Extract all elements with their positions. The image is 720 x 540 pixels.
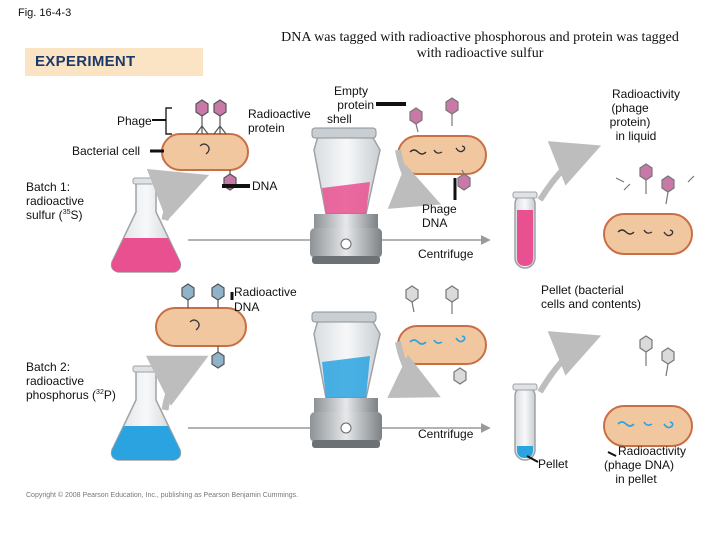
blended-cell-1 — [397, 135, 487, 175]
radioactivity-liquid-label-1: Radioactivity — [611, 87, 681, 101]
radioactivity-liquid-label-3: protein) — [609, 115, 651, 129]
copyright-notice: Copyright © 2008 Pearson Education, Inc.… — [26, 492, 299, 499]
radioactivity-pellet-label-1: Radioactivity — [617, 444, 687, 458]
dna-label: DNA — [252, 179, 278, 193]
experiment-banner: EXPERIMENT — [25, 48, 203, 76]
blender-batch1 — [310, 127, 382, 264]
curve-arrow-4 — [145, 355, 209, 411]
radioactive-protein-label-1: Radioactive — [248, 107, 311, 121]
batch1-label-1: Batch 1: — [26, 180, 71, 194]
flask-batch1 — [110, 177, 182, 273]
right-cell-1 — [603, 213, 693, 255]
phage-label: Phage — [117, 114, 152, 128]
radioactive-dna-label-1: Radioactive — [234, 285, 297, 299]
curve-arrow-2 — [387, 149, 442, 209]
figure-label: Fig. 16-4-3 — [18, 7, 72, 19]
radioactivity-pellet-label-2: (phage DNA) — [604, 458, 675, 472]
free-phage-shells-1 — [409, 97, 471, 191]
batch1-label-3: sulfur (35S) — [26, 208, 83, 222]
empty-shell-label-3: shell — [327, 112, 352, 126]
phage-dna-label-2: DNA — [422, 216, 448, 230]
test-tube-batch1 — [512, 191, 538, 269]
batch2-label-2: radioactive — [26, 374, 85, 388]
liquid-phages-1 — [615, 163, 695, 205]
experiment-label: EXPERIMENT — [35, 53, 136, 70]
phage-particles-top-1 — [195, 99, 227, 135]
blender-batch2 — [310, 311, 382, 448]
radioactivity-pellet-label-3: in pellet — [615, 472, 657, 486]
bacterial-cell-2 — [155, 307, 247, 347]
radioactivity-liquid-label-4: in liquid — [615, 129, 657, 143]
right-cell-2 — [603, 405, 693, 447]
blended-cell-2 — [397, 325, 487, 365]
empty-shell-label-2: protein — [337, 98, 374, 112]
batch2-label-1: Batch 2: — [26, 360, 71, 374]
free-phage-shells-2 — [405, 285, 467, 385]
pellet-desc-label-1: Pellet (bacterial — [541, 283, 624, 297]
centrifuge-label-1: Centrifuge — [418, 247, 474, 261]
test-tube-batch2 — [512, 383, 538, 461]
pellet-desc-label-2: cells and contents) — [541, 297, 642, 311]
phage-particles-top-2 — [181, 283, 225, 308]
empty-shell-label-1: Empty — [333, 84, 368, 98]
radioactivity-liquid-label-2: (phage — [611, 101, 649, 115]
curve-arrow-6 — [537, 331, 602, 394]
phage-dna-label-1: Phage — [422, 202, 457, 216]
batch2-label-3: phosphorus (32P) — [26, 388, 116, 402]
curve-arrow-3 — [537, 141, 602, 202]
pellet-label: Pellet — [538, 457, 569, 471]
bacterial-cell-label: Bacterial cell — [72, 144, 141, 158]
bacterial-cell-1 — [161, 133, 249, 171]
batch1-label-2: radioactive — [26, 194, 85, 208]
centrifuge-label-2: Centrifuge — [418, 427, 474, 441]
curve-arrow-1 — [146, 168, 210, 222]
phage-particles-bottom-2 — [211, 346, 225, 369]
radioactive-dna-label-2: DNA — [234, 300, 260, 314]
header-caption: DNA was tagged with radioactive phosphor… — [281, 30, 679, 61]
phage-bracket-1 — [165, 107, 172, 135]
curve-arrow-5 — [387, 341, 441, 399]
flask-batch2 — [110, 365, 182, 461]
radioactive-protein-label-2: protein — [248, 121, 285, 135]
liquid-phages-2 — [639, 335, 675, 377]
